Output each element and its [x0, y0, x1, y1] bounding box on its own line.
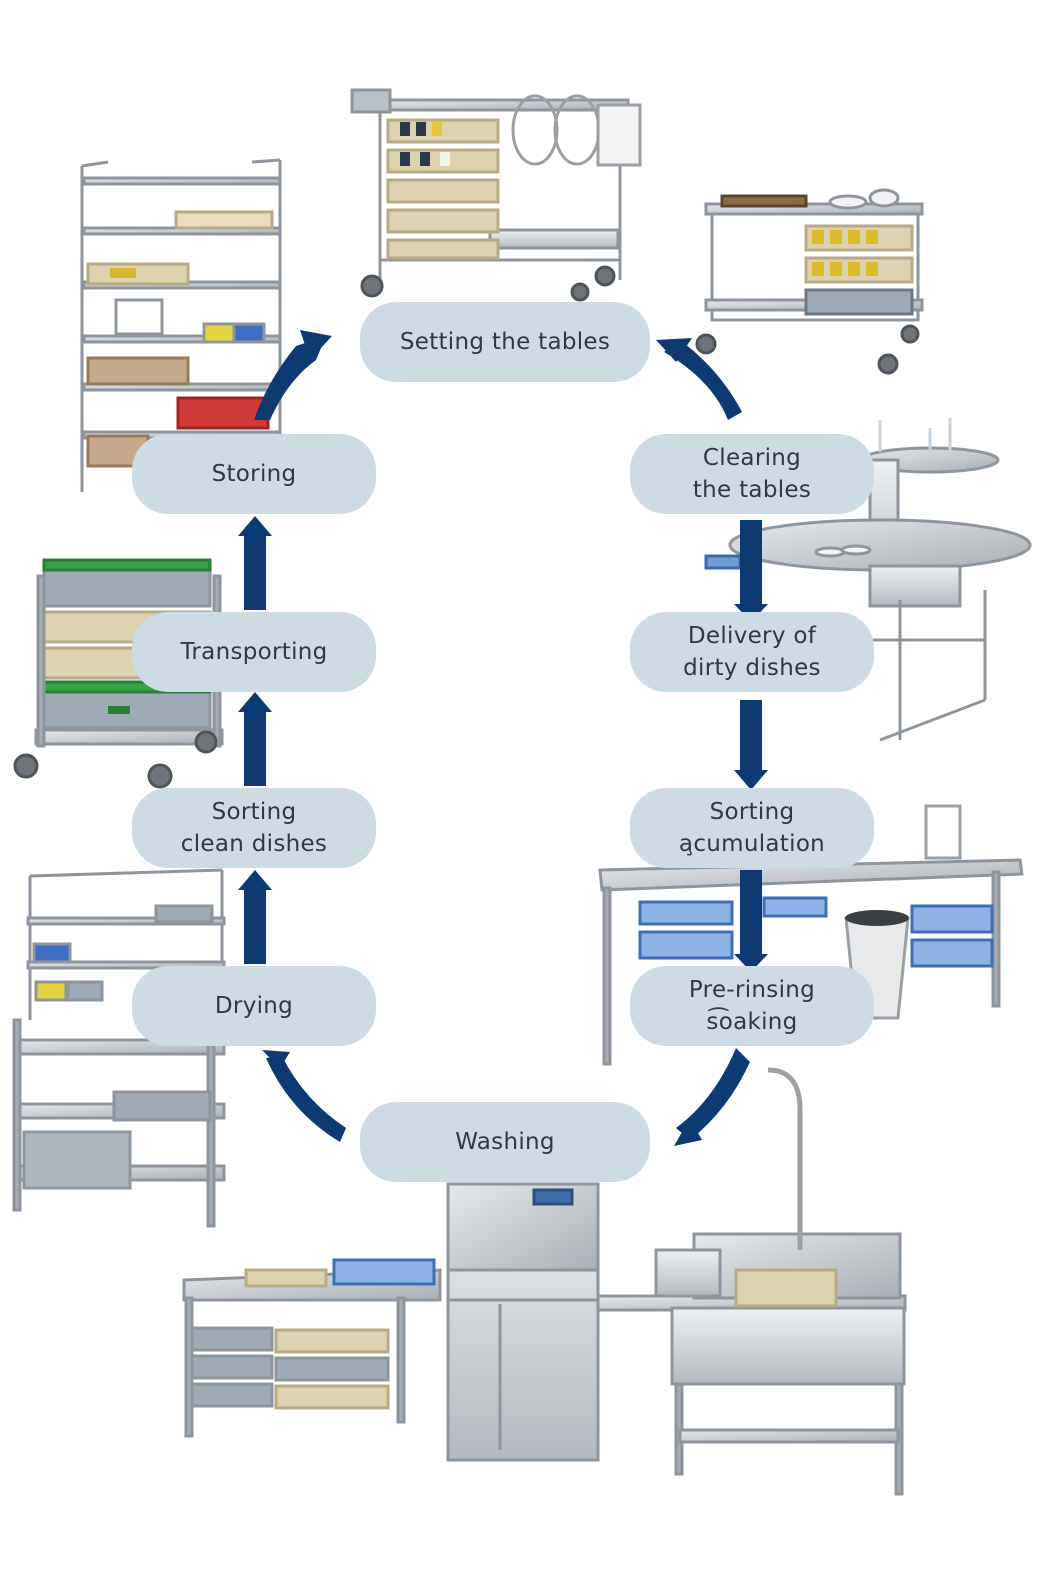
step-label: Transporting	[180, 639, 328, 665]
step-storing: Storing	[132, 434, 376, 514]
drying-rack-icon	[12, 868, 226, 1228]
serving-cart-icon	[695, 188, 924, 375]
step-label: Drying	[214, 993, 294, 1019]
step-label-line2: s͡oaking	[706, 1009, 798, 1035]
step-label-line2: the tables	[692, 477, 812, 503]
step-label-line2: a̧cumulation	[678, 831, 826, 857]
step-sorting-accumulation: Sorting a̧cumulation	[630, 788, 874, 868]
clearing-table-icon	[704, 418, 1032, 742]
step-drying: Drying	[132, 966, 376, 1046]
step-label: Delivery of	[687, 623, 817, 649]
step-label: Sorting	[709, 799, 795, 825]
rack-trolley-icon	[13, 558, 224, 789]
step-sorting-clean-dishes: Sorting clean dishes	[132, 788, 376, 868]
service-trolley-icon	[350, 88, 642, 302]
dishwasher-line-icon	[182, 1067, 907, 1496]
step-label: Setting the tables	[399, 329, 611, 355]
step-label-line2: dirty dishes	[683, 655, 821, 681]
step-clearing-the-tables: Clearing the tables	[630, 434, 874, 514]
sorting-table-icon	[598, 804, 1024, 1066]
step-delivery-of-dirty-dishes: Delivery of dirty dishes	[630, 612, 874, 692]
step-label: Clearing	[702, 445, 802, 471]
step-transporting: Transporting	[132, 612, 376, 692]
step-label: Pre-rinsing	[688, 977, 816, 1003]
step-label: Storing	[211, 461, 297, 487]
step-pre-rinsing-soaking: Pre-rinsing s͡oaking	[630, 966, 874, 1046]
step-label: Sorting	[211, 799, 297, 825]
step-washing: Washing	[360, 1102, 650, 1182]
step-label-line2: clean dishes	[180, 831, 328, 857]
cycle-arrow-icon	[238, 330, 768, 1146]
step-label: Washing	[455, 1129, 555, 1155]
step-setting-the-tables: Setting the tables	[360, 302, 650, 382]
